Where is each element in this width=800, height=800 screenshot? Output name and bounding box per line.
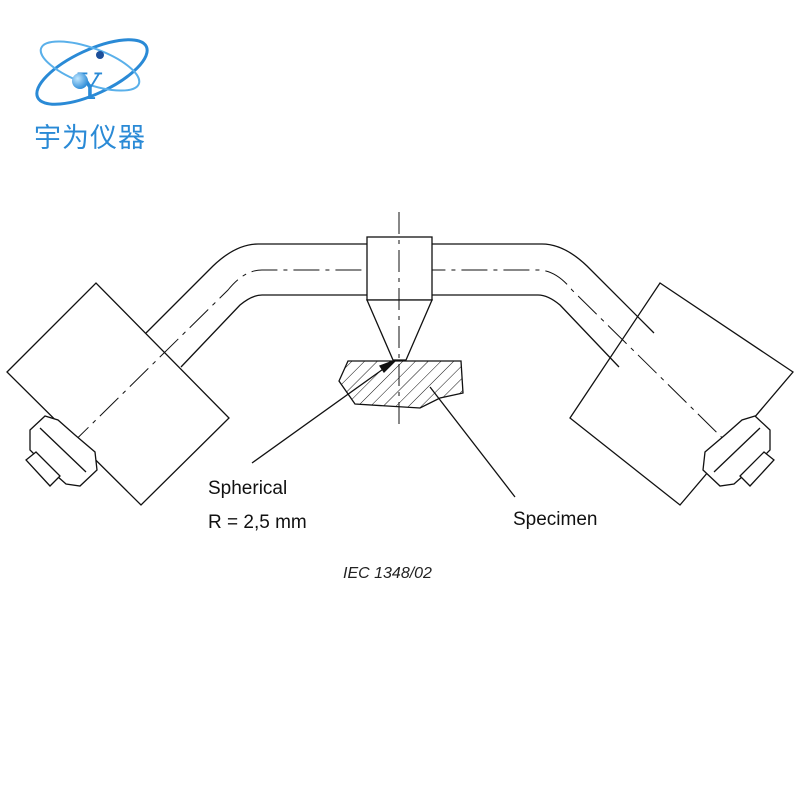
specimen-label: Specimen [513,509,598,530]
spherical-label: Spherical [208,478,288,499]
logo-orbits: Y [35,38,149,108]
specimen-leader [429,386,516,498]
specimen [338,360,464,409]
left-nuts [25,415,98,487]
brand-name: 宇为仪器 [34,123,146,154]
leader-arrowhead [379,359,397,374]
figure-caption: IEC 1348/02 [343,565,432,582]
test-apparatus [6,212,794,506]
radius-label: R = 2,5 mm [208,512,307,533]
spherical-leader [251,361,394,464]
right-nuts [702,415,775,487]
